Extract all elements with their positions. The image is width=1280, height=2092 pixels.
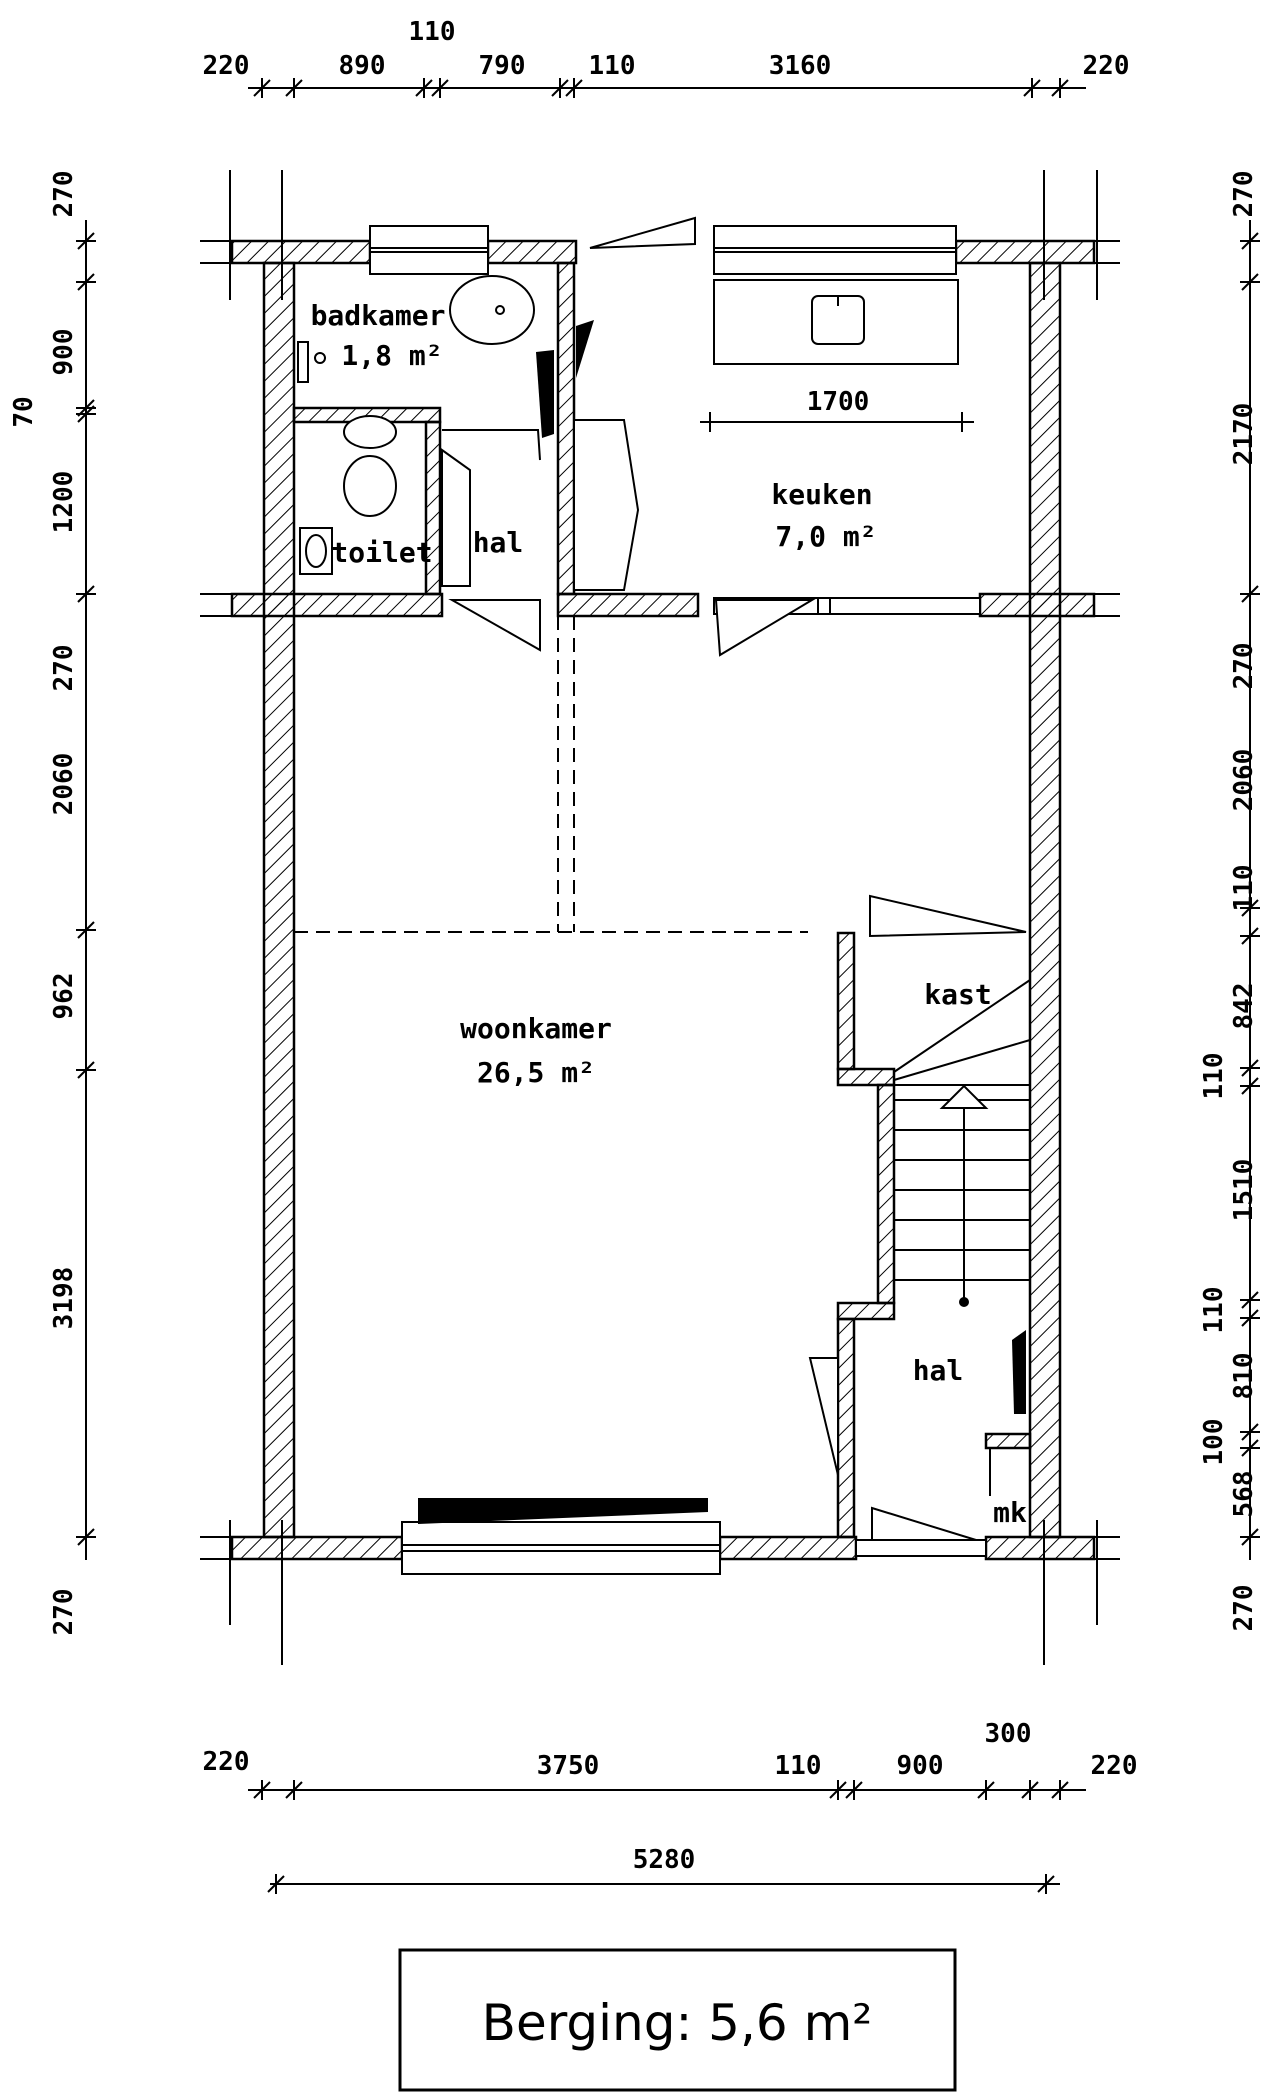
toilet-icon: [343, 415, 397, 449]
legend-text: Berging: 5,6 m²: [482, 1994, 873, 2052]
bottom-dim-4: 900: [897, 1751, 944, 1781]
right-dim-5: 110: [1229, 865, 1259, 912]
right-dimensions: 270 2170 270 2060 110 842 110 1510 110 8…: [1199, 171, 1259, 1632]
bottom-dimensions: 220 3750 110 900 300 220 5280: [203, 1719, 1138, 1875]
right-dim-12: 568: [1229, 1471, 1259, 1518]
right-dim-4: 2060: [1229, 749, 1259, 812]
open-plan-lines: [294, 616, 808, 933]
top-dim-4: 790: [479, 51, 526, 81]
axis-lines: [200, 170, 1120, 1665]
top-dim-7: 220: [1083, 51, 1130, 81]
bottom-dim-1: 220: [203, 1747, 250, 1777]
right-dim-13: 270: [1229, 1585, 1259, 1632]
room-label-badkamer: badkamer: [311, 299, 446, 332]
door-leaves: [418, 320, 1026, 1524]
doors: [441, 216, 1027, 1541]
right-dim-8: 1510: [1229, 1159, 1259, 1222]
room-label-kast: kast: [924, 978, 991, 1011]
top-dimensions: 220 890 110 790 110 3160 220: [203, 17, 1130, 81]
right-dim-11: 100: [1199, 1419, 1229, 1466]
top-dim-2: 890: [339, 51, 386, 81]
windows: [369, 225, 987, 1575]
top-dim-6: 3160: [769, 51, 832, 81]
bottom-dim-6: 220: [1091, 1751, 1138, 1781]
right-dim-7: 110: [1199, 1053, 1229, 1100]
right-dim-1: 270: [1229, 171, 1259, 218]
room-label-hal-bottom: hal: [913, 1354, 964, 1387]
room-label-woonkamer: woonkamer: [460, 1012, 612, 1045]
total-width-dim: 5280: [633, 1845, 696, 1875]
left-dim-4: 1200: [49, 471, 79, 534]
room-label-hal-top: hal: [473, 526, 524, 559]
room-label-mk: mk: [993, 1496, 1027, 1529]
bottom-dim-3: 110: [775, 1751, 822, 1781]
left-dim-3: 70: [9, 396, 39, 427]
left-dim-7: 962: [49, 973, 79, 1020]
room-area-badkamer: 1,8 m²: [341, 339, 442, 372]
left-dimensions: 270 900 70 1200 270 2060 962 3198 270: [9, 171, 79, 1636]
sink-icon: [449, 275, 535, 345]
room-label-keuken: keuken: [771, 478, 872, 511]
left-dim-1: 270: [49, 171, 79, 218]
room-area-keuken: 7,0 m²: [775, 520, 876, 553]
left-dim-9: 270: [49, 1589, 79, 1636]
top-dim-1: 220: [203, 51, 250, 81]
window-hal: [855, 1539, 987, 1557]
right-dim-10: 810: [1229, 1353, 1259, 1400]
bottom-dim-2: 3750: [537, 1751, 600, 1781]
left-dim-6: 2060: [49, 753, 79, 816]
right-dim-6: 842: [1229, 983, 1259, 1030]
window-woonkamer: [401, 1521, 721, 1575]
left-dim-8: 3198: [49, 1267, 79, 1330]
fixtures: [297, 275, 1030, 1086]
right-dim-9: 110: [1199, 1287, 1229, 1334]
stairs: [893, 979, 1031, 1496]
right-dim-2: 2170: [1229, 403, 1259, 466]
dimension-lines: [85, 87, 1251, 1885]
top-dim-3: 110: [409, 17, 456, 47]
window-badkamer: [369, 225, 489, 275]
window-keuken: [713, 225, 957, 275]
counter-dimension: [700, 412, 974, 432]
left-dim-2: 900: [49, 329, 79, 376]
right-dim-3: 270: [1229, 643, 1259, 690]
left-dim-5: 270: [49, 645, 79, 692]
room-area-woonkamer: 26,5 m²: [477, 1056, 595, 1089]
legend-box: [398, 1948, 957, 2092]
top-dim-5: 110: [589, 51, 636, 81]
bottom-dim-5: 300: [985, 1719, 1032, 1749]
room-label-toilet: toilet: [331, 536, 432, 569]
counter-dim-label: 1700: [807, 387, 870, 417]
dimension-ticks: [76, 78, 1260, 1894]
walls: [230, 239, 1096, 1561]
